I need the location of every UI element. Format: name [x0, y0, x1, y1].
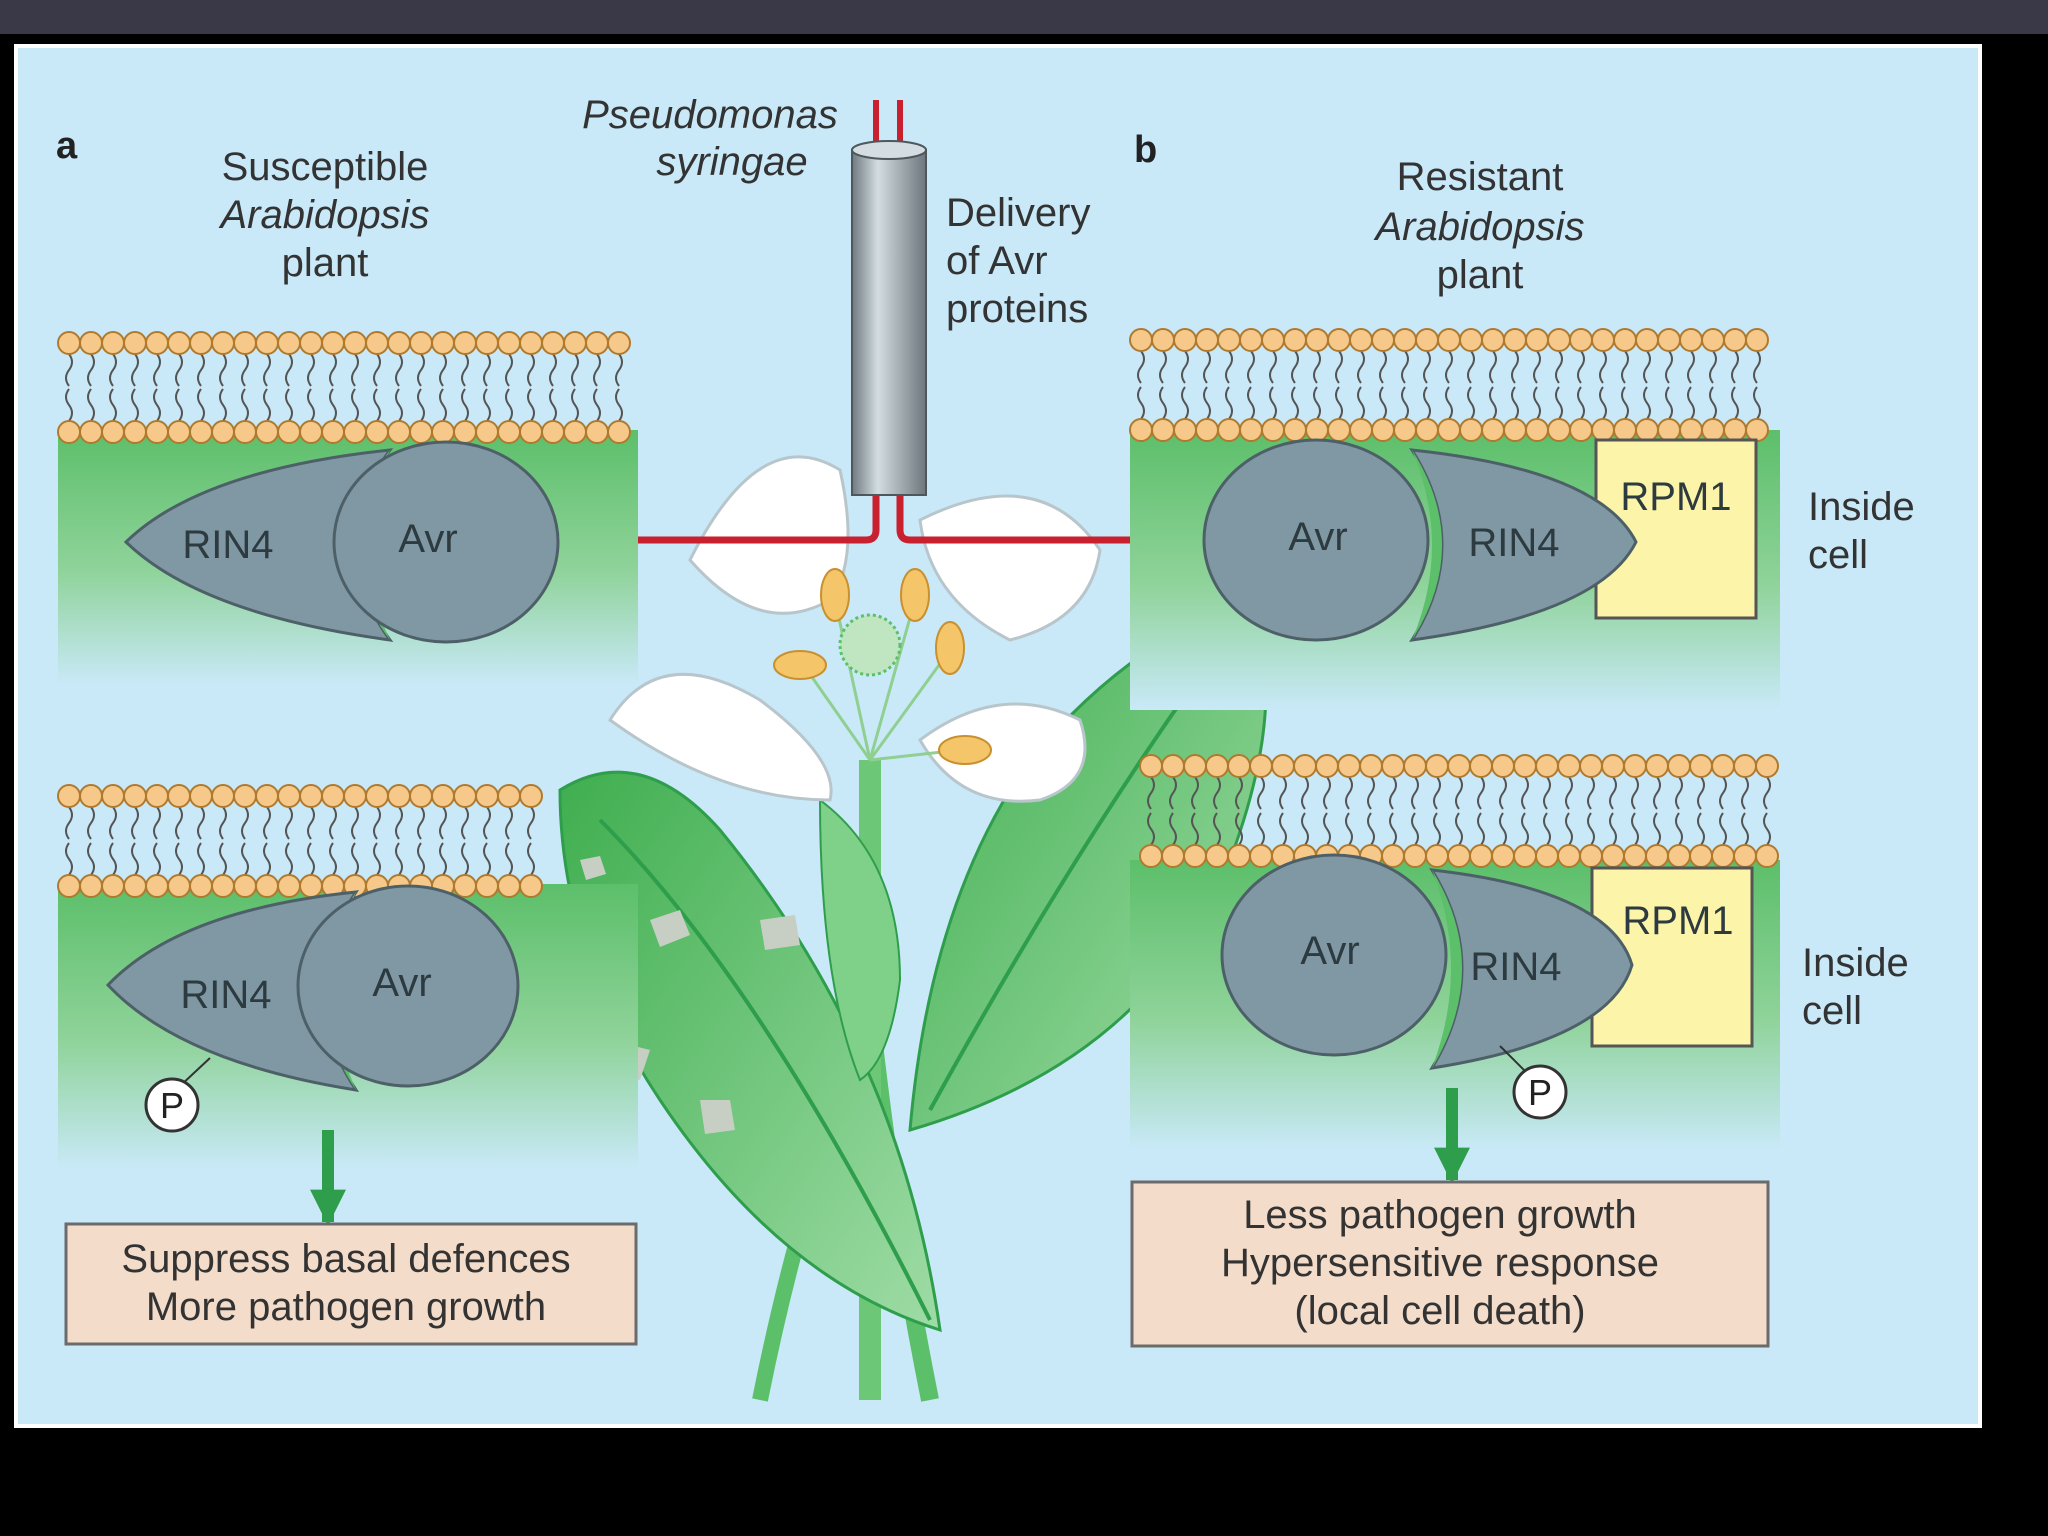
- flower-petal: [918, 702, 1087, 803]
- panel-b-outcome-box: [1130, 1180, 1770, 1348]
- panel-b-top-avr-label: Avr: [1288, 515, 1347, 559]
- panel-a-bottom-rin4-label: RIN4: [180, 973, 271, 1017]
- right-leaf: [908, 598, 1268, 1133]
- flower-petal: [607, 672, 833, 802]
- phosphate-marker: [1512, 1064, 1568, 1120]
- plant-illustration: [558, 455, 1268, 1402]
- panel-a-bottom-complex: [105, 884, 520, 1133]
- panel-b-title-line1: Resistant: [1397, 155, 1564, 199]
- panel-b-title-line2: Arabidopsis: [1373, 205, 1584, 249]
- panel-b-bottom-inside-line1: Inside: [1802, 941, 1909, 985]
- panel-a-title-line2: Arabidopsis: [218, 193, 429, 237]
- panel-b-bottom-inside-line2: cell: [1802, 989, 1862, 1033]
- panel-b-phospho-label: P: [1528, 1072, 1552, 1113]
- panel-a-outcome-line2: More pathogen growth: [146, 1285, 546, 1329]
- panel-b-letter: b: [1134, 129, 1157, 171]
- panel-b-top-rin4-label: RIN4: [1468, 521, 1559, 565]
- avr-delivery-arrow-right: [896, 495, 1235, 554]
- avr-protein: [1220, 853, 1448, 1057]
- panel-a-top-membrane: [57, 331, 631, 444]
- panel-b-top-inside-line1: Inside: [1808, 485, 1915, 529]
- anther: [900, 568, 930, 622]
- delivery-label-line2: of Avr: [946, 239, 1048, 283]
- anther: [935, 621, 965, 675]
- delivery-label-line1: Delivery: [946, 191, 1090, 235]
- panel-b-outcome-line2: Hypersensitive response: [1221, 1241, 1659, 1285]
- panel-a-top-complex: [123, 440, 560, 644]
- panel-b-bottom-membrane: [1139, 754, 1779, 868]
- panel-a-title-line1: Susceptible: [222, 145, 429, 189]
- delivery-label-line3: proteins: [946, 287, 1088, 331]
- panel-b-top-membrane: [1129, 328, 1769, 442]
- pathogen-label-line1: Pseudomonas: [582, 93, 838, 137]
- avr-protein: [332, 440, 560, 644]
- panel-a-bottom-avr-label: Avr: [372, 961, 431, 1005]
- avr-delivery-arrow-left: [517, 495, 880, 554]
- panel-a-top-avr-label: Avr: [398, 517, 457, 561]
- panel-b-bottom-rpm1-label: RPM1: [1622, 899, 1733, 943]
- anther: [820, 568, 850, 622]
- panel-b-bottom-rin4-label: RIN4: [1470, 945, 1561, 989]
- panel-b-outcome-line1: Less pathogen growth: [1243, 1193, 1637, 1237]
- window-title-bar: [0, 0, 2048, 34]
- pathogen-syringe: [517, 100, 1235, 554]
- panel-a-phospho-label: P: [160, 1085, 184, 1126]
- panel-b-bottom-complex: [1220, 853, 1634, 1120]
- panel-a-outcome-box: [64, 1222, 638, 1346]
- panel-a-outcome-line1: Suppress basal defences: [121, 1237, 570, 1281]
- avr-protein: [296, 884, 520, 1088]
- avr-protein: [1202, 438, 1430, 642]
- panel-a-title-line3: plant: [282, 241, 369, 285]
- flower-petal: [688, 455, 850, 615]
- phosphate-marker: [144, 1077, 200, 1133]
- panel-a-top-rin4-label: RIN4: [182, 523, 273, 567]
- anther: [773, 650, 827, 680]
- panel-b-bottom-avr-label: Avr: [1300, 929, 1359, 973]
- anther: [938, 735, 992, 765]
- panel-b-top-complex: [1202, 438, 1638, 642]
- pathogen-label-line2: syringae: [656, 140, 807, 184]
- panel-b-outcome-line3: (local cell death): [1294, 1289, 1585, 1333]
- panel-b-top-inside-line2: cell: [1808, 533, 1868, 577]
- panel-b-title-line3: plant: [1437, 253, 1524, 297]
- flower-petal: [918, 494, 1102, 642]
- panel-a-letter: a: [56, 125, 78, 167]
- pistil: [838, 613, 902, 677]
- center-leaf: [818, 797, 902, 1082]
- panel-b-top-rpm1-label: RPM1: [1620, 475, 1731, 519]
